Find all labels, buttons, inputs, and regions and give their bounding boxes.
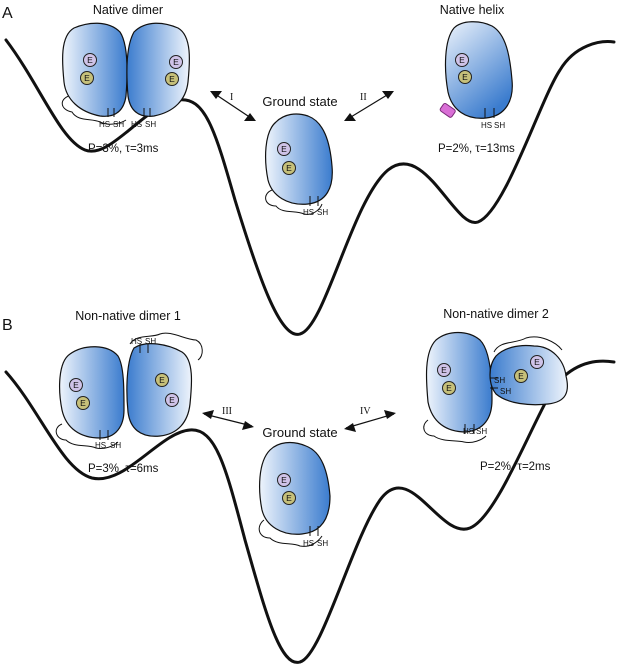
- e-site-label: E: [286, 493, 292, 503]
- hs-label: HS: [131, 120, 142, 129]
- e-site-icon: [155, 373, 169, 387]
- ground-state-b-title: Ground state: [262, 425, 337, 440]
- sh-label: SH: [317, 208, 328, 217]
- equilibrium-arrow-iii: [202, 410, 254, 430]
- native-dimer-title: Native dimer: [93, 3, 163, 17]
- hs-label: HS: [481, 121, 492, 130]
- e-site-label: E: [281, 475, 287, 485]
- e-site-label: E: [84, 73, 90, 83]
- helix-marker-icon: [439, 102, 456, 118]
- e-site-label: E: [169, 74, 175, 84]
- e-site-label: E: [441, 365, 447, 375]
- e-site-label: E: [80, 398, 86, 408]
- panel-label-a: A: [2, 5, 13, 22]
- arrow-label-iii: III: [222, 406, 232, 417]
- native-dimer-stats: P=3%, τ=3ms: [88, 143, 159, 155]
- e-site-icon: [83, 53, 97, 67]
- hs-label: HS: [463, 427, 474, 436]
- e-site-icon: [165, 72, 179, 86]
- e-site-label: E: [173, 57, 179, 67]
- e-site-label: E: [534, 357, 540, 367]
- native-helix-title: Native helix: [440, 3, 505, 17]
- sh-label: SH: [145, 337, 156, 346]
- e-site-label: E: [286, 163, 292, 173]
- e-site-icon: [458, 70, 472, 84]
- arrow-label-iv: IV: [360, 406, 371, 417]
- e-site-label: E: [281, 144, 287, 154]
- arrow-label-i: I: [230, 92, 233, 103]
- hs-label: HS: [303, 539, 314, 548]
- e-site-label: E: [518, 371, 524, 381]
- sh-label: SH: [494, 121, 505, 130]
- ground-state-a: E E HS SH: [265, 113, 333, 217]
- e-site-icon: [282, 491, 296, 505]
- e-site-icon: [437, 363, 451, 377]
- ground-state-b: E E HS SH: [258, 441, 331, 548]
- e-site-label: E: [446, 383, 452, 393]
- e-site-icon: [530, 355, 544, 369]
- e-site-icon: [165, 393, 179, 407]
- hs-label: HS: [131, 337, 142, 346]
- non-native-dimer-1-title: Non-native dimer 1: [75, 309, 181, 323]
- hs-label: HS: [303, 208, 314, 217]
- equilibrium-arrow-iv: [344, 410, 396, 432]
- energy-curve-b: [4, 359, 616, 664]
- e-site-icon: [69, 378, 83, 392]
- e-site-label: E: [159, 375, 165, 385]
- non-native-dimer-2: E E E E HS SH SH SH: [423, 331, 569, 443]
- arrow-label-ii: II: [360, 92, 367, 103]
- non-native-dimer-2-title: Non-native dimer 2: [443, 307, 549, 321]
- sh-label: SH: [113, 120, 124, 129]
- sh-label: SH: [494, 376, 505, 385]
- sh-label: SH: [110, 441, 121, 450]
- e-site-icon: [169, 55, 183, 69]
- non-native-dimer-2-stats: P=2%, τ=2ms: [480, 461, 551, 473]
- native-helix: E E HS SH: [439, 21, 513, 130]
- e-site-label: E: [73, 380, 79, 390]
- e-site-icon: [514, 369, 528, 383]
- sh-label: SH: [476, 427, 487, 436]
- non-native-dimer-1-stats: P=3%, τ=6ms: [88, 463, 159, 475]
- e-site-icon: [80, 71, 94, 85]
- equilibrium-arrow-i: [210, 91, 256, 121]
- ground-state-a-title: Ground state: [262, 94, 337, 109]
- e-site-icon: [282, 161, 296, 175]
- sh-label: SH: [145, 120, 156, 129]
- e-site-label: E: [87, 55, 93, 65]
- equilibrium-arrow-ii: [344, 91, 394, 121]
- e-site-icon: [277, 473, 291, 487]
- e-site-icon: [76, 396, 90, 410]
- panel-label-b: B: [2, 317, 13, 334]
- hs-label: HS: [95, 441, 106, 450]
- e-site-label: E: [459, 55, 465, 65]
- hs-label: HS: [99, 120, 110, 129]
- energy-curve-a: [4, 38, 616, 336]
- e-site-icon: [442, 381, 456, 395]
- sh-label: SH: [317, 539, 328, 548]
- native-helix-stats: P=2%, τ=13ms: [438, 143, 515, 155]
- e-site-label: E: [169, 395, 175, 405]
- non-native-dimer-1: E E E E HS SH HS SH: [55, 332, 203, 450]
- e-site-label: E: [462, 72, 468, 82]
- native-dimer: E E E E HS SH HS SH: [61, 22, 191, 129]
- e-site-icon: [455, 53, 469, 67]
- e-site-icon: [277, 142, 291, 156]
- sh-label: SH: [500, 387, 511, 396]
